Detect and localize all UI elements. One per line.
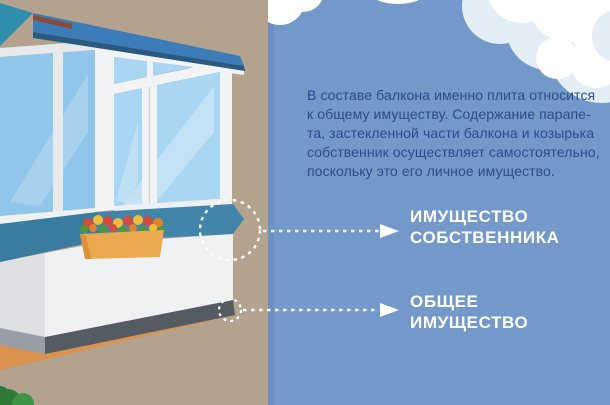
balcony-slab (45, 300, 235, 354)
canopy-fascia (33, 13, 244, 66)
arrowhead-icon (380, 224, 399, 238)
wall-shadow (0, 315, 235, 370)
clouds (268, 0, 610, 103)
canopy-top (0, 3, 33, 46)
highlight-circle-parapet (198, 198, 262, 262)
arrow-common-property (243, 303, 399, 317)
flower-box-body (80, 230, 164, 259)
balcony-parapet (45, 234, 233, 337)
cloud-icon-center (377, 0, 419, 4)
balcony-windows-front (114, 50, 244, 216)
sky-edge-shade (268, 0, 274, 405)
owner-property-label: ИМУЩЕСТВО СОБСТВЕННИКА (410, 207, 560, 247)
balcony-canopy (0, 3, 245, 71)
canopy-under-edge (33, 32, 245, 71)
balcony (0, 3, 245, 405)
window-transom (114, 62, 220, 94)
arrowhead-icon (380, 303, 399, 317)
cloud-icon-left (268, 0, 322, 25)
cloud-icon-right (462, 0, 610, 103)
description-text: В составе балкона именно плита относится… (307, 87, 600, 179)
arrow-owner-property (263, 224, 399, 238)
balcony-parapet-side (0, 253, 45, 337)
bush (0, 386, 34, 405)
common-property-label: ОБЩЕЕ ИМУЩЕСТВО (410, 292, 529, 332)
balcony-windows-side (0, 41, 95, 224)
balcony-slab-side (0, 328, 45, 354)
flower-box (80, 215, 165, 259)
window-right-frame (220, 64, 232, 202)
highlight-circle-slab (217, 297, 243, 323)
window-corner-post (95, 44, 114, 212)
window-glass (114, 72, 220, 208)
canopy-corner-edge (33, 15, 72, 29)
